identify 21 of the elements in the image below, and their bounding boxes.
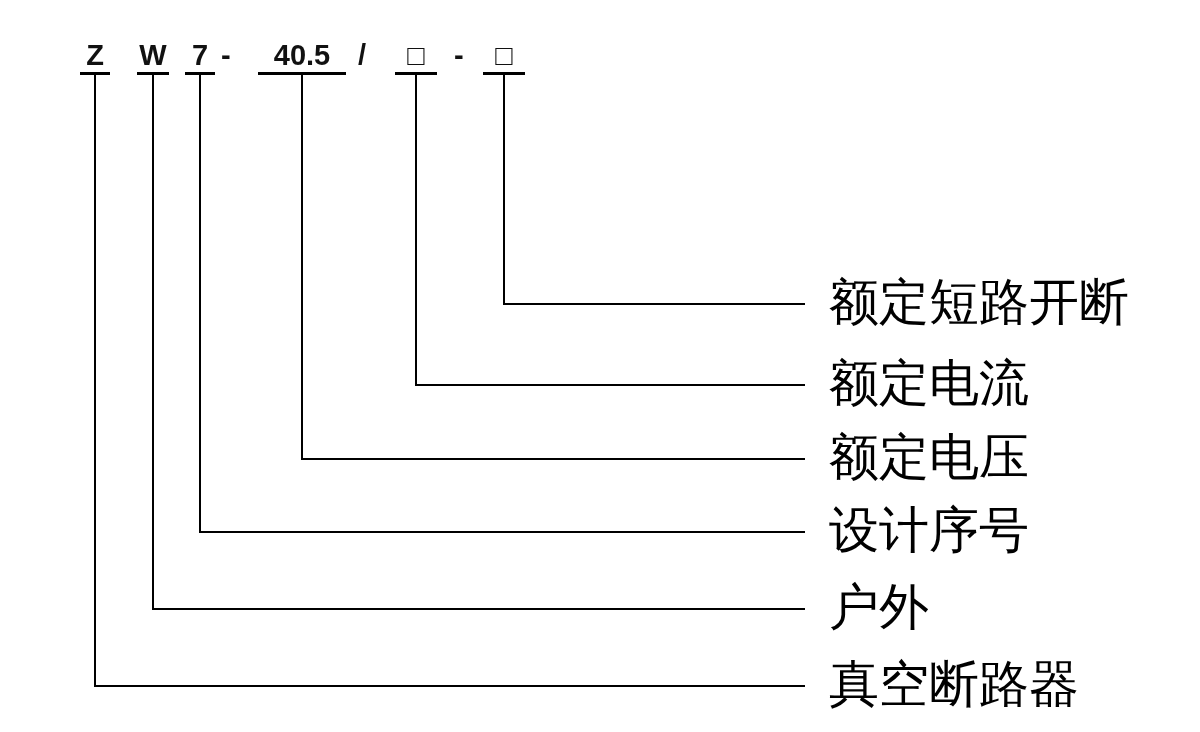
code-separator: - bbox=[454, 38, 464, 72]
meaning-label: 真空断路器 bbox=[805, 654, 1079, 714]
meaning-label: 额定电流 bbox=[805, 353, 1029, 413]
leader-line bbox=[415, 74, 806, 386]
leader-line bbox=[301, 74, 806, 460]
model-code-segment: W bbox=[137, 38, 169, 75]
meaning-label: 额定短路开断 bbox=[805, 272, 1129, 332]
model-code-segment: □ bbox=[395, 38, 437, 75]
model-code-segment: □ bbox=[483, 38, 525, 75]
code-separator: / bbox=[358, 38, 367, 72]
meaning-label: 户外 bbox=[805, 577, 929, 637]
model-code-segment: 7 bbox=[185, 38, 215, 75]
model-code-segment: 40.5 bbox=[258, 38, 346, 75]
meaning-label: 额定电压 bbox=[805, 427, 1029, 487]
model-code-segment: Z bbox=[80, 38, 110, 75]
leader-line bbox=[199, 74, 806, 533]
code-separator: - bbox=[221, 38, 231, 72]
leader-line bbox=[503, 74, 806, 305]
meaning-label: 设计序号 bbox=[805, 500, 1029, 560]
leader-line bbox=[94, 74, 806, 687]
leader-line bbox=[152, 74, 806, 610]
